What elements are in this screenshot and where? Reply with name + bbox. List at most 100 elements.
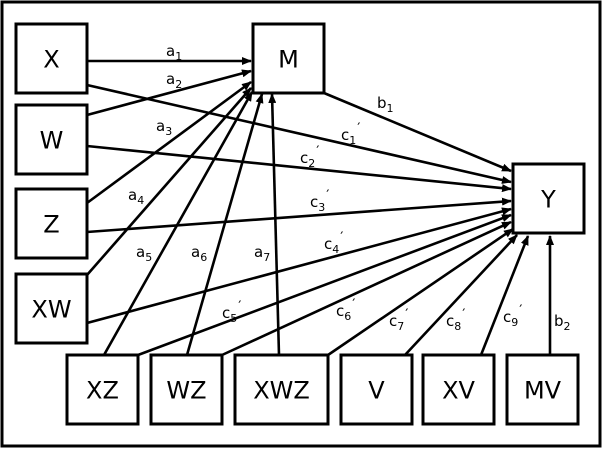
- edge-x-to-y: [86, 83, 512, 184]
- edge-label-c5: c5′: [222, 299, 241, 325]
- edge-z-to-y: [86, 197, 512, 234]
- edge-m-to-y: [323, 91, 512, 173]
- node-xz: XZ: [65, 353, 140, 426]
- edge-wz-to-m: [185, 93, 264, 356]
- edge-label-base: a: [156, 117, 165, 135]
- edge-label-subscript: 4: [137, 194, 144, 207]
- edge-label-c4: c4′: [324, 230, 343, 256]
- node-m: M: [251, 22, 326, 95]
- edge-label-a1: a1: [166, 42, 182, 63]
- node-label: W: [40, 127, 64, 155]
- node-label: Y: [540, 186, 556, 214]
- edge-label-prime: ′: [316, 144, 319, 160]
- node-label: XW: [31, 296, 71, 324]
- edge-label-base: c: [446, 312, 454, 330]
- edge-label-subscript: 2: [175, 78, 182, 91]
- node-y: Y: [511, 162, 586, 235]
- edge-label-base: a: [166, 70, 175, 88]
- edges-layer: [86, 57, 554, 357]
- edge-label-c7: c7′: [389, 307, 408, 333]
- node-v: V: [339, 353, 414, 426]
- edge-label-prime: ′: [357, 121, 360, 137]
- edge-xwz-to-y: [327, 227, 514, 357]
- edge-label-subscript: 7: [263, 251, 270, 264]
- edge-label-subscript: 1: [387, 102, 394, 115]
- node-box: [505, 353, 580, 426]
- edge-label-a7: a7: [254, 243, 270, 264]
- edge-label-subscript: 9: [511, 316, 518, 329]
- edge-label-base: b: [554, 312, 564, 330]
- edge-label-subscript: 3: [318, 201, 325, 214]
- node-box: [14, 187, 89, 260]
- edge-label-subscript: 5: [145, 251, 152, 264]
- node-label: XV: [442, 377, 475, 405]
- edge-xv-to-y: [479, 235, 530, 356]
- node-label: Z: [43, 211, 59, 239]
- edge-label-subscript: 4: [332, 243, 339, 256]
- edge-xwz-to-m: [268, 93, 281, 356]
- node-label: XWZ: [253, 377, 310, 405]
- edge-v-to-y: [404, 234, 518, 356]
- edge-wz-to-y: [221, 220, 512, 357]
- node-label: WZ: [166, 377, 206, 405]
- node-box: [511, 162, 586, 235]
- edge-label-prime: ′: [405, 307, 408, 323]
- edge-label-c8: c8′: [446, 307, 465, 333]
- node-w: W: [14, 103, 89, 176]
- edge-label-subscript: 8: [454, 320, 461, 333]
- node-label: X: [43, 46, 59, 74]
- node-box: [251, 22, 326, 95]
- node-label: M: [278, 46, 299, 74]
- edge-label-subscript: 5: [230, 312, 237, 325]
- edge-label-a6: a6: [191, 243, 207, 264]
- node-box: [149, 353, 224, 426]
- edge-label-base: c: [336, 302, 344, 320]
- edge-label-prime: ′: [462, 307, 465, 323]
- edge-label-base: c: [222, 304, 230, 322]
- edge-label-base: c: [310, 193, 318, 211]
- node-box: [14, 22, 89, 95]
- edge-label-base: c: [300, 149, 308, 167]
- node-box: [14, 103, 89, 176]
- edge-xw-to-m: [86, 87, 252, 276]
- edge-label-prime: ′: [352, 297, 355, 313]
- edge-label-subscript: 1: [349, 134, 356, 147]
- edge-label-base: a: [191, 243, 200, 261]
- edge-label-base: c: [389, 312, 397, 330]
- edge-label-prime: ′: [238, 299, 241, 315]
- node-box: [421, 353, 496, 426]
- node-box: [339, 353, 414, 426]
- node-label: XZ: [86, 377, 119, 405]
- edge-label-b2: b2: [554, 312, 571, 333]
- edge-label-subscript: 2: [564, 320, 571, 333]
- edge-label-subscript: 6: [200, 251, 207, 264]
- edge-label-base: b: [377, 94, 387, 112]
- edge-label-base: a: [136, 243, 145, 261]
- edge-label-b1: b1: [377, 94, 394, 115]
- edge-label-c3: c3′: [310, 188, 329, 214]
- node-label: MV: [524, 377, 562, 405]
- edge-label-prime: ′: [519, 303, 522, 319]
- edge-label-a2: a2: [166, 70, 182, 91]
- edge-label-subscript: 6: [344, 310, 351, 323]
- edge-label-c1: c1′: [341, 121, 360, 147]
- edge-label-subscript: 2: [308, 157, 315, 170]
- edge-label-c6: c6′: [336, 297, 355, 323]
- edge-z-to-m: [86, 80, 252, 205]
- edge-label-prime: ′: [326, 188, 329, 204]
- edge-w-to-y: [86, 144, 512, 193]
- node-box: [233, 353, 330, 426]
- edge-label-base: a: [254, 243, 263, 261]
- edge-label-base: a: [166, 42, 175, 60]
- node-label: V: [368, 377, 385, 405]
- node-z: Z: [14, 187, 89, 260]
- node-mv: MV: [505, 353, 580, 426]
- node-x: X: [14, 22, 89, 95]
- edge-label-c2: c2′: [300, 144, 319, 170]
- node-wz: WZ: [149, 353, 224, 426]
- edge-xz-to-y: [137, 213, 512, 357]
- edge-label-a5: a5: [136, 243, 152, 264]
- edge-label-prime: ′: [340, 230, 343, 246]
